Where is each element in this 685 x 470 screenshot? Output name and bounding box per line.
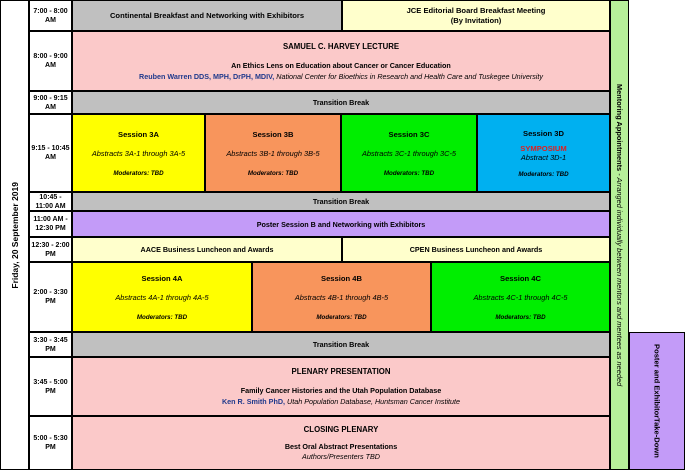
time-9-15: 9:15 - 10:45 AM [29, 114, 72, 192]
time-label: 12:30 - 2:00 PM [31, 241, 70, 258]
aace-luncheon: AACE Business Luncheon and Awards [72, 237, 342, 262]
date-label: Friday, 20 September 2019 [9, 181, 20, 289]
session-title: Session 3D [523, 128, 564, 138]
session-abstracts: Abstracts 3B-1 through 3B-5 [226, 148, 320, 158]
transition-label: Transition Break [312, 197, 370, 206]
session-abstracts: Abstract 3D-1 [520, 152, 567, 162]
session-title: Session 3B [252, 129, 294, 139]
time-label: 9:15 - 10:45 AM [31, 145, 70, 161]
time-label: 9:00 - 9:15 AM [33, 94, 68, 111]
plenary-subtitle: Family Cancer Histories and the Utah Pop… [240, 386, 442, 395]
time-3-30: 3:30 - 3:45 PM [29, 332, 72, 357]
session-3c: Session 3C Abstracts 3C-1 through 3C-5 M… [341, 114, 477, 192]
session-3a: Session 3A Abstracts 3A-1 through 3A-5 M… [72, 114, 205, 192]
date-column: Friday, 20 September 2019 [0, 0, 29, 470]
time-label: 8:00 - 9:00 AM [33, 53, 68, 69]
time-10-45: 10:45 - 11:00 AM [29, 192, 72, 211]
time-5-00: 5:00 - 5:30 PM [29, 416, 72, 470]
session-3b: Session 3B Abstracts 3B-1 through 3B-5 M… [205, 114, 341, 192]
plenary-speaker: Ken R. Smith PhD, [221, 397, 286, 406]
session-abstracts: Abstracts 4C-1 through 4C-5 [473, 292, 568, 302]
closing-title: CLOSING PLENARY [303, 425, 379, 434]
aace-luncheon-label: AACE Business Luncheon and Awards [140, 245, 274, 254]
continental-breakfast: Continental Breakfast and Networking wit… [72, 0, 342, 31]
transition-label: Transition Break [312, 98, 370, 107]
session-title: Session 4A [141, 273, 183, 283]
mentoring-appointments: Mentoring Appointments - Arranged indivi… [610, 0, 629, 470]
mentoring-note: - Arranged individually between mentors … [615, 171, 624, 387]
session-title: Session 4B [321, 273, 362, 283]
closing-plenary: CLOSING PLENARY Best Oral Abstract Prese… [72, 416, 610, 470]
lecture-subtitle: An Ethics Lens on Education about Cancer… [231, 60, 451, 70]
session-title: Session 3C [388, 129, 430, 139]
session-abstracts: Abstracts 4B-1 through 4B-5 [294, 292, 389, 302]
poster-exhibitor-takedown: Poster and Exhibitor Take-Down [629, 332, 685, 470]
time-3-45: 3:45 - 5:00 PM [29, 357, 72, 416]
session-4b: Session 4B Abstracts 4B-1 through 4B-5 M… [252, 262, 431, 332]
session-moderators: Moderators: TBD [136, 313, 188, 321]
plenary-affiliation: Utah Population Database, Huntsman Cance… [285, 397, 461, 406]
lecture-speaker-line: Reuben Warren DDS, MPH, DrPH, MDIV, Nati… [139, 72, 543, 81]
jce-breakfast-note: (By Invitation) [450, 15, 502, 25]
transition-label: Transition Break [312, 340, 370, 349]
poster-session-b: Poster Session B and Networking with Exh… [72, 211, 610, 237]
plenary-speaker-line: Ken R. Smith PhD, Utah Population Databa… [222, 397, 460, 406]
time-label: 11:00 AM - 12:30 PM [33, 216, 68, 232]
jce-breakfast: JCE Editorial Board Breakfast Meeting (B… [342, 0, 610, 31]
session-4c: Session 4C Abstracts 4C-1 through 4C-5 M… [431, 262, 610, 332]
mentoring-title: Mentoring Appointments [615, 83, 624, 172]
session-title: Session 3A [118, 129, 159, 139]
time-2-00: 2:00 - 3:30 PM [29, 262, 72, 332]
lecture-title: SAMUEL C. HARVEY LECTURE [282, 41, 400, 51]
time-label: 3:45 - 5:00 PM [33, 378, 68, 395]
takedown-text: Poster and Exhibitor Take-Down [652, 344, 663, 458]
session-3d: Session 3D SYMPOSIUM Abstract 3D-1 Moder… [477, 114, 610, 192]
time-label: 3:30 - 3:45 PM [33, 336, 68, 353]
plenary-title: PLENARY PRESENTATION [291, 367, 391, 376]
takedown-line-1: Poster and Exhibitor [652, 343, 662, 419]
symposium-label: SYMPOSIUM [520, 143, 567, 153]
transition-break-2: Transition Break [72, 192, 610, 211]
cpen-luncheon: CPEN Business Luncheon and Awards [342, 237, 610, 262]
plenary-presentation: PLENARY PRESENTATION Family Cancer Histo… [72, 357, 610, 416]
time-label: 10:45 - 11:00 AM [35, 193, 66, 210]
session-moderators: Moderators: TBD [383, 169, 435, 177]
mentoring-text: Mentoring Appointments - Arranged indivi… [615, 84, 624, 386]
jce-breakfast-title: JCE Editorial Board Breakfast Meeting [406, 5, 546, 15]
session-moderators: Moderators: TBD [113, 169, 164, 177]
session-abstracts: Abstracts 4A-1 through 4A-5 [115, 292, 209, 302]
time-11-00: 11:00 AM - 12:30 PM [29, 211, 72, 237]
poster-session-b-label: Poster Session B and Networking with Exh… [256, 219, 426, 229]
session-title: Session 4C [500, 273, 541, 283]
lecture-affiliation: National Center for Bioethics in Researc… [274, 71, 543, 81]
session-4a: Session 4A Abstracts 4A-1 through 4A-5 M… [72, 262, 252, 332]
session-moderators: Moderators: TBD [247, 169, 299, 177]
time-label: 7:00 - 8:00 AM [33, 7, 68, 24]
closing-authors: Authors/Presenters TBD [302, 452, 380, 461]
time-label: 5:00 - 5:30 PM [33, 435, 68, 451]
time-label: 2:00 - 3:30 PM [33, 289, 68, 305]
time-9-00: 9:00 - 9:15 AM [29, 91, 72, 114]
session-moderators: Moderators: TBD [495, 313, 546, 321]
time-7-00: 7:00 - 8:00 AM [29, 0, 72, 31]
takedown-line-2: Take-Down [652, 418, 662, 459]
session-abstracts: Abstracts 3A-1 through 3A-5 [91, 148, 186, 158]
time-12-30: 12:30 - 2:00 PM [29, 237, 72, 262]
closing-subtitle: Best Oral Abstract Presentations [284, 442, 398, 451]
continental-breakfast-label: Continental Breakfast and Networking wit… [109, 11, 305, 20]
harvey-lecture: SAMUEL C. HARVEY LECTURE An Ethics Lens … [72, 31, 610, 91]
transition-break-3: Transition Break [72, 332, 610, 357]
lecture-speaker: Reuben Warren DDS, MPH, DrPH, MDIV, [139, 71, 275, 81]
cpen-luncheon-label: CPEN Business Luncheon and Awards [409, 245, 543, 254]
time-8-00: 8:00 - 9:00 AM [29, 31, 72, 91]
session-moderators: Moderators: TBD [316, 313, 367, 321]
session-abstracts: Abstracts 3C-1 through 3C-5 [361, 148, 457, 158]
session-moderators: Moderators: TBD [518, 170, 569, 178]
transition-break-1: Transition Break [72, 91, 610, 114]
